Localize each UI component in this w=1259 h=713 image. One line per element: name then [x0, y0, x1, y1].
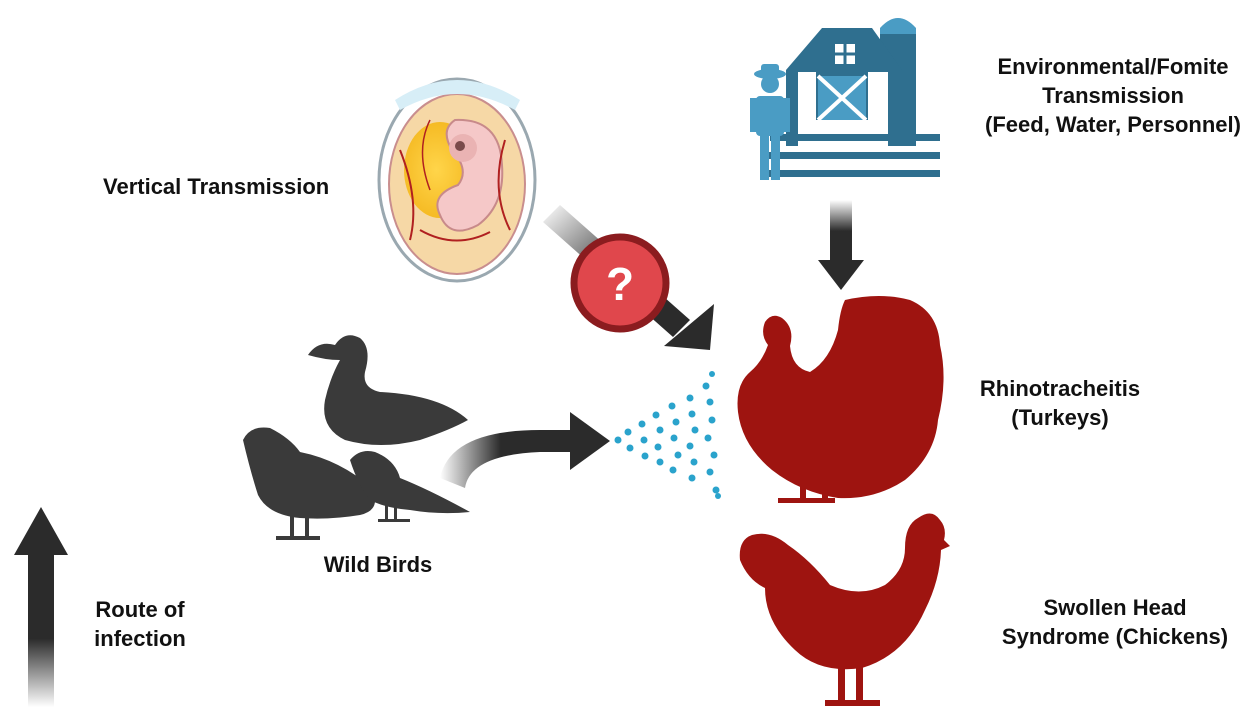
question-mark-text: ? [606, 258, 634, 310]
environmental-label-line2: Transmission [968, 81, 1258, 110]
rhino-label-line1: Rhinotracheitis [960, 374, 1160, 403]
environmental-label-line1: Environmental/Fomite [968, 52, 1258, 81]
swollen-head-syndrome-label: Swollen Head Syndrome (Chickens) [990, 593, 1240, 651]
chicken-icon [740, 513, 950, 706]
rhino-label-line2: (Turkeys) [960, 403, 1160, 432]
route-of-infection-label: Route of infection [70, 595, 210, 653]
aerosol-droplets-icon [615, 371, 722, 499]
wild-birds-arrow-icon [440, 412, 610, 488]
farm-icon [750, 18, 940, 180]
wild-birds-icon [243, 335, 470, 540]
wild-birds-label: Wild Birds [298, 550, 458, 579]
turkey-icon [738, 296, 944, 503]
embryonated-egg-icon [379, 79, 535, 281]
question-mark-icon: ? [574, 237, 666, 329]
route-label-line1: Route of [70, 595, 210, 624]
route-arrow-icon [14, 507, 68, 707]
shs-label-line2: Syndrome (Chickens) [990, 622, 1240, 651]
rhinotracheitis-label: Rhinotracheitis (Turkeys) [960, 374, 1160, 432]
wild-birds-text: Wild Birds [298, 550, 458, 579]
shs-label-line1: Swollen Head [990, 593, 1240, 622]
vertical-transmission-label: Vertical Transmission [103, 172, 373, 201]
vertical-transmission-text: Vertical Transmission [103, 172, 373, 201]
environmental-transmission-label: Environmental/Fomite Transmission (Feed,… [968, 52, 1258, 139]
environmental-arrow-icon [818, 200, 864, 290]
environmental-label-line3: (Feed, Water, Personnel) [968, 110, 1258, 139]
route-label-line2: infection [70, 624, 210, 653]
